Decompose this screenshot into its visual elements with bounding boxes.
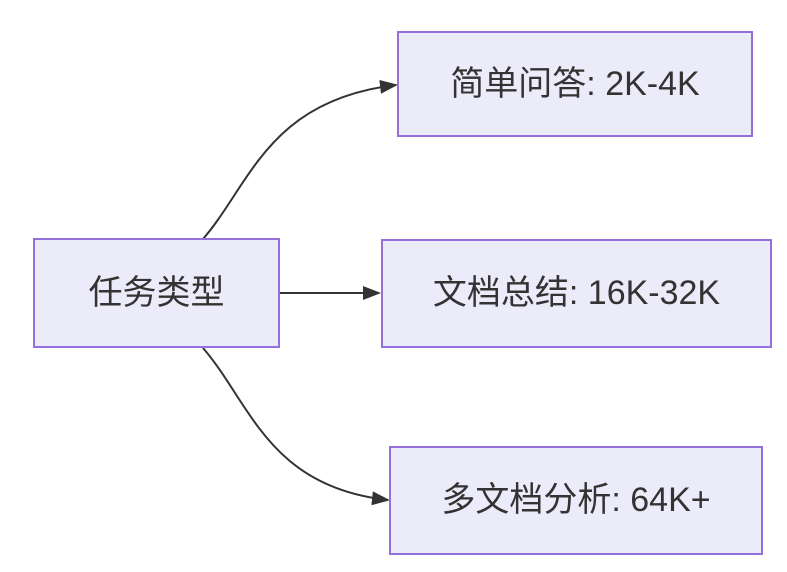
node-simple-qa-label: 简单问答: 2K-4K: [450, 64, 700, 103]
node-multi-doc-analysis-label: 多文档分析: 64K+: [441, 481, 711, 520]
node-simple-qa: 简单问答: 2K-4K: [397, 31, 753, 137]
node-doc-summary-label: 文档总结: 16K-32K: [432, 274, 721, 313]
node-multi-doc-analysis: 多文档分析: 64K+: [389, 446, 763, 555]
edge-root-to-branch2: [202, 347, 390, 506]
node-task-type-label: 任务类型: [88, 273, 225, 312]
node-doc-summary: 文档总结: 16K-32K: [381, 239, 772, 348]
node-task-type: 任务类型: [33, 238, 280, 348]
edge-root-to-branch0: [202, 79, 398, 240]
